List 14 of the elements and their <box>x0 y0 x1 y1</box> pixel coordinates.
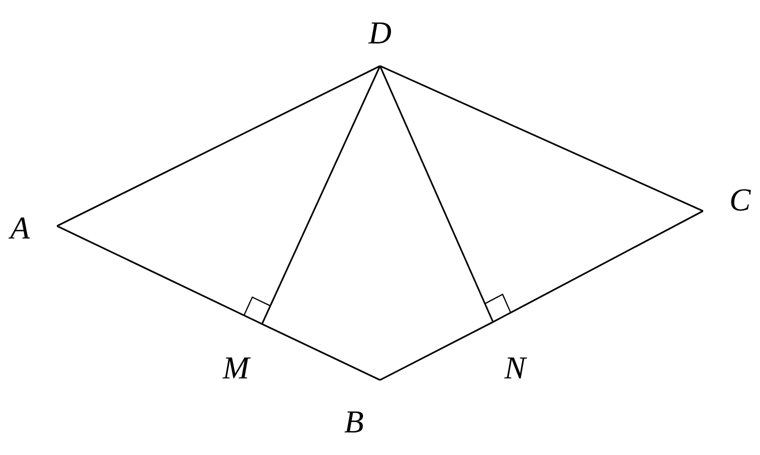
line-segment <box>380 321 494 381</box>
point-label: B <box>344 412 364 432</box>
point-label: N <box>504 358 528 378</box>
line-segment <box>262 323 380 381</box>
point-label: M <box>222 358 251 378</box>
line-segment <box>56 225 262 325</box>
line-segment <box>261 66 381 324</box>
point-label: C <box>731 189 751 211</box>
line-segment <box>492 210 704 323</box>
point-label: D <box>368 22 392 44</box>
line-segment <box>56 65 380 227</box>
line-segment <box>379 66 494 322</box>
point-label: A <box>8 217 30 238</box>
line-segment <box>380 65 704 212</box>
